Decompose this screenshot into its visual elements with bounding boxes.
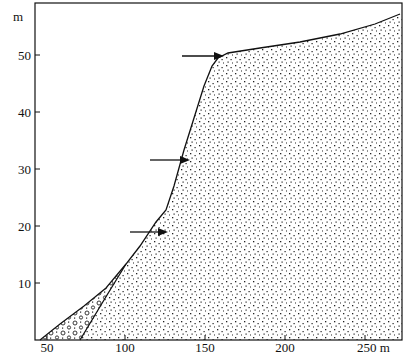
axis-unit: m — [13, 10, 23, 23]
distance-tick-label: 250 m — [357, 341, 390, 354]
height-tick-label: 40 — [18, 106, 31, 119]
distance-tick-label: 50 — [41, 341, 54, 354]
height-tick-label: 10 — [18, 277, 31, 290]
height-tick-label: 50 — [18, 49, 31, 62]
height-tick-label: 30 — [18, 163, 31, 176]
distance-tick-label: 150 — [195, 341, 215, 354]
distance-tick-label: 200 — [275, 341, 295, 354]
distance-tick-label: 100 — [115, 341, 135, 354]
height-tick-label: 20 — [18, 220, 31, 233]
